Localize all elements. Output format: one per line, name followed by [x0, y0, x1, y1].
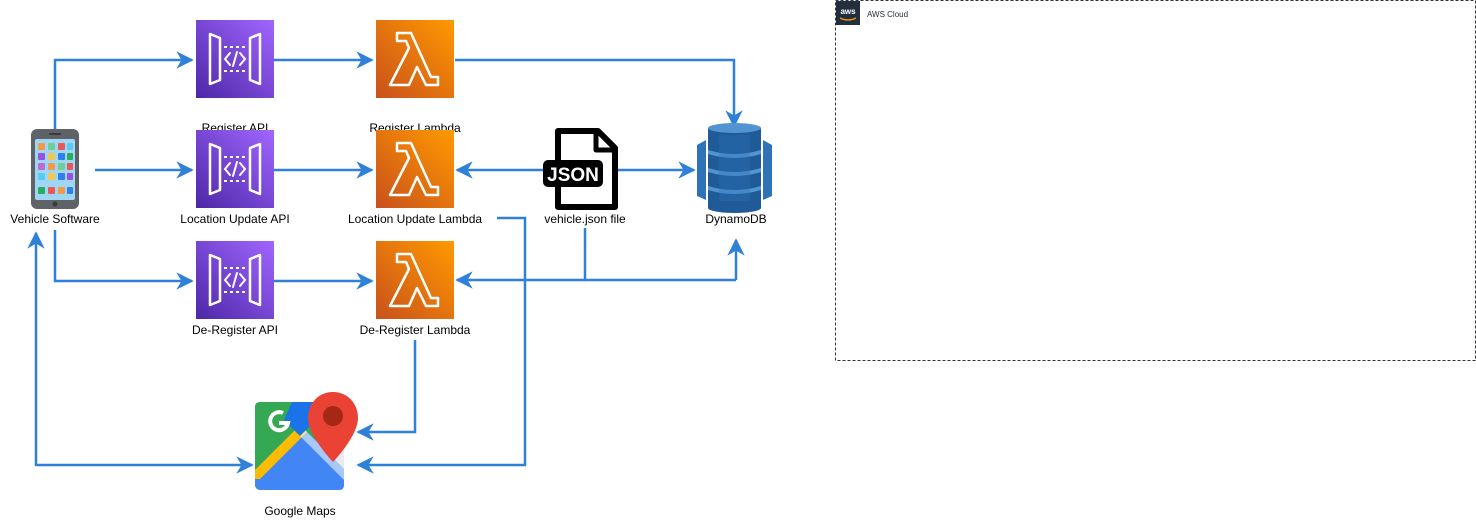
json-file-icon: JSON — [543, 128, 618, 210]
dynamodb-node[interactable]: DynamoDB — [697, 123, 772, 226]
connectors — [27, 51, 745, 474]
aws-cloud-label: AWS Cloud — [867, 10, 908, 19]
api-gateway-icon — [196, 20, 274, 98]
deregister-api-label: De-Register API — [192, 323, 278, 337]
dynamodb-label: DynamoDB — [705, 212, 766, 226]
google-maps-node[interactable]: Google Maps — [255, 392, 358, 518]
vehicle-json-file-node[interactable]: JSON vehicle.json file — [543, 128, 626, 226]
arrow-vehicle-to-deregister-api — [53, 230, 194, 290]
mobile-phone-icon — [31, 129, 79, 209]
arrow-deregister-lambda-to-maps — [356, 340, 417, 441]
api-gateway-icon — [196, 241, 274, 319]
deregister-lambda-node[interactable]: De-Register Lambda — [360, 241, 471, 337]
api-gateway-icon — [196, 130, 274, 208]
location-update-lambda-node[interactable]: Location Update Lambda — [348, 130, 482, 226]
arrow-maps-to-vehicle-bidirectional — [27, 231, 254, 474]
lambda-icon — [376, 130, 454, 208]
dynamodb-icon — [697, 123, 772, 213]
register-lambda-node[interactable]: Register Lambda — [369, 20, 461, 135]
location-update-lambda-label: Location Update Lambda — [348, 212, 482, 226]
google-maps-icon — [255, 392, 358, 490]
aws-cloud-group[interactable]: aws AWS Cloud — [835, 0, 1476, 361]
google-maps-label: Google Maps — [264, 504, 335, 518]
deregister-lambda-label: De-Register Lambda — [360, 323, 471, 337]
aws-logo-icon: aws — [836, 1, 860, 25]
register-api-node[interactable]: Register API — [196, 20, 274, 135]
aws-cloud-group-border — [835, 0, 1476, 361]
aws-logo-text: aws — [840, 7, 856, 16]
vehicle-software-node[interactable]: Vehicle Software — [10, 129, 100, 226]
location-update-api-label: Location Update API — [180, 212, 289, 226]
lambda-icon — [376, 241, 454, 319]
vehicle-json-file-label: vehicle.json file — [544, 212, 626, 226]
deregister-api-node[interactable]: De-Register API — [192, 241, 278, 337]
json-badge-text: JSON — [547, 165, 599, 186]
arrow-vehicle-to-register-api — [53, 51, 194, 130]
vehicle-software-label: Vehicle Software — [10, 212, 100, 226]
arrow-register-lambda-to-dynamodb — [455, 58, 743, 128]
location-update-api-node[interactable]: Location Update API — [180, 130, 290, 226]
lambda-icon — [376, 20, 454, 98]
arrow-location-lambda-to-maps — [356, 216, 527, 474]
